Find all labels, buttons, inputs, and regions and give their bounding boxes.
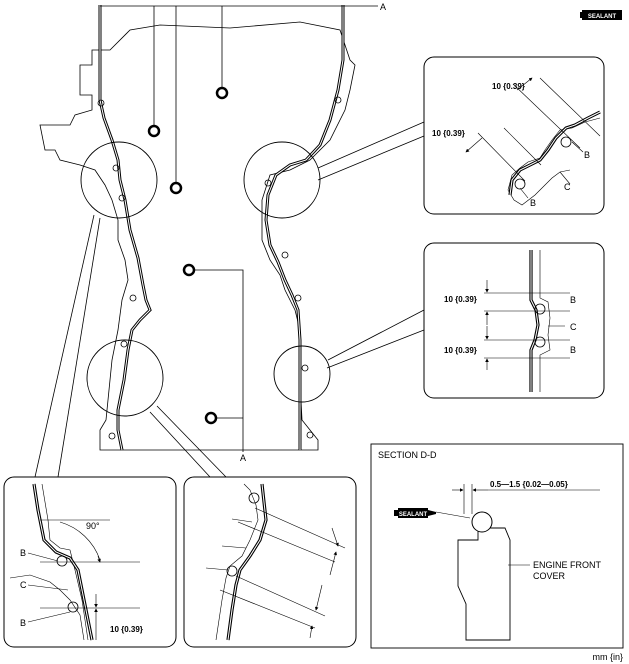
part-label-line1: ENGINE FRONT [533,560,602,570]
detail-mr-dim2: 10 {0.39} [444,346,477,355]
detail-bl-b1: B [20,548,26,558]
section-sealant-badge-label: SEALANT [399,512,428,518]
sealant-tube-icon: SEALANT [394,508,436,518]
detail-tr-c: C [564,182,571,192]
callout-circles [80,141,331,417]
label-a-top: A [380,2,386,12]
units-label: mm {in} [592,652,623,662]
engine-front-cover-outline [39,21,356,451]
callout-connectors [34,121,425,478]
detail-mr-b2: B [570,345,576,355]
detail-mr-c: C [570,322,577,332]
detail-tr-dim2: 10 {0.39} [432,129,465,138]
detail-top-right: 10 {0.39} 10 {0.39} B C B [423,56,605,215]
detail-tr-b1: B [584,150,590,160]
detail-mid-right: 10 {0.39} 10 {0.39} B C B [423,242,605,399]
leader-lines-a-top [100,5,378,183]
detail-bottom-left: 90° B C B 10 {0.39} [3,476,177,648]
detail-bl-angle: 90° [86,521,100,531]
label-a-bottom: A [240,453,246,463]
sealant-bead-left [98,5,152,451]
sealant-badge-icon: SEALANT [580,10,622,20]
bolt-hole-markers [147,86,229,425]
detail-bottom-middle [183,476,357,648]
section-dim: 0.5—1.5 {0.02—0.05} [490,480,568,489]
sealant-bead-right [264,5,345,450]
part-label-line2: COVER [533,571,566,581]
detail-mr-b1: B [570,295,576,305]
section-title: SECTION D-D [378,450,437,460]
detail-bl-dim: 10 {0.39} [110,625,143,634]
leader-lines-a-bottom [194,269,244,452]
section-d-d: SECTION D-D 0.5—1.5 {0.02—0.05} SEALANT … [370,443,624,649]
detail-tr-dim1: 10 {0.39} [492,82,525,91]
sealant-badge-label: SEALANT [588,14,617,20]
detail-mr-dim1: 10 {0.39} [444,295,477,304]
detail-tr-b2: B [530,198,536,208]
detail-bl-c: C [20,580,27,590]
detail-bl-b2: B [20,618,26,628]
